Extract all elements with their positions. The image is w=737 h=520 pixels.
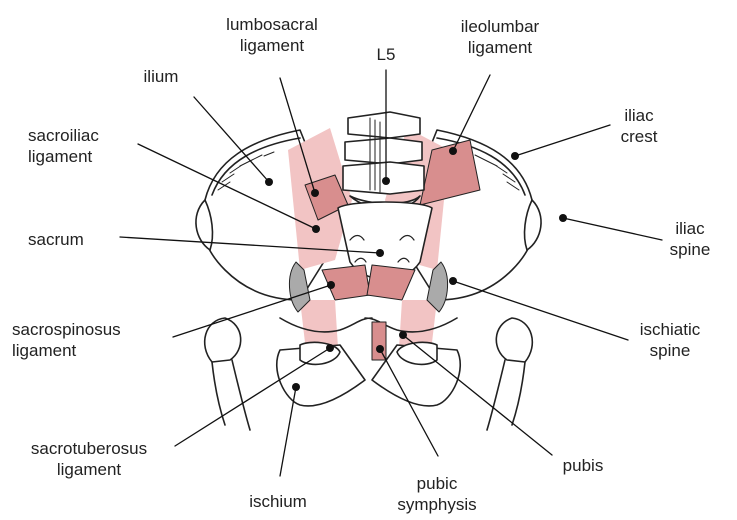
pelvis-illustration xyxy=(120,70,662,476)
lumbar-vertebra-upper xyxy=(348,112,420,138)
label-sacrum: sacrum xyxy=(28,229,118,250)
pubic-symphysis-shape xyxy=(372,322,386,360)
lumbar-vertebra-mid xyxy=(345,138,422,164)
label-ilium: ilium xyxy=(131,66,191,87)
right-femur-shaft xyxy=(487,360,525,430)
label-pubis: pubis xyxy=(553,455,613,476)
right-femoral-head xyxy=(496,318,532,362)
label-ischium: ischium xyxy=(228,491,328,512)
label-l5: L5 xyxy=(366,44,406,65)
right-sacrospinous-ligament xyxy=(367,265,415,300)
